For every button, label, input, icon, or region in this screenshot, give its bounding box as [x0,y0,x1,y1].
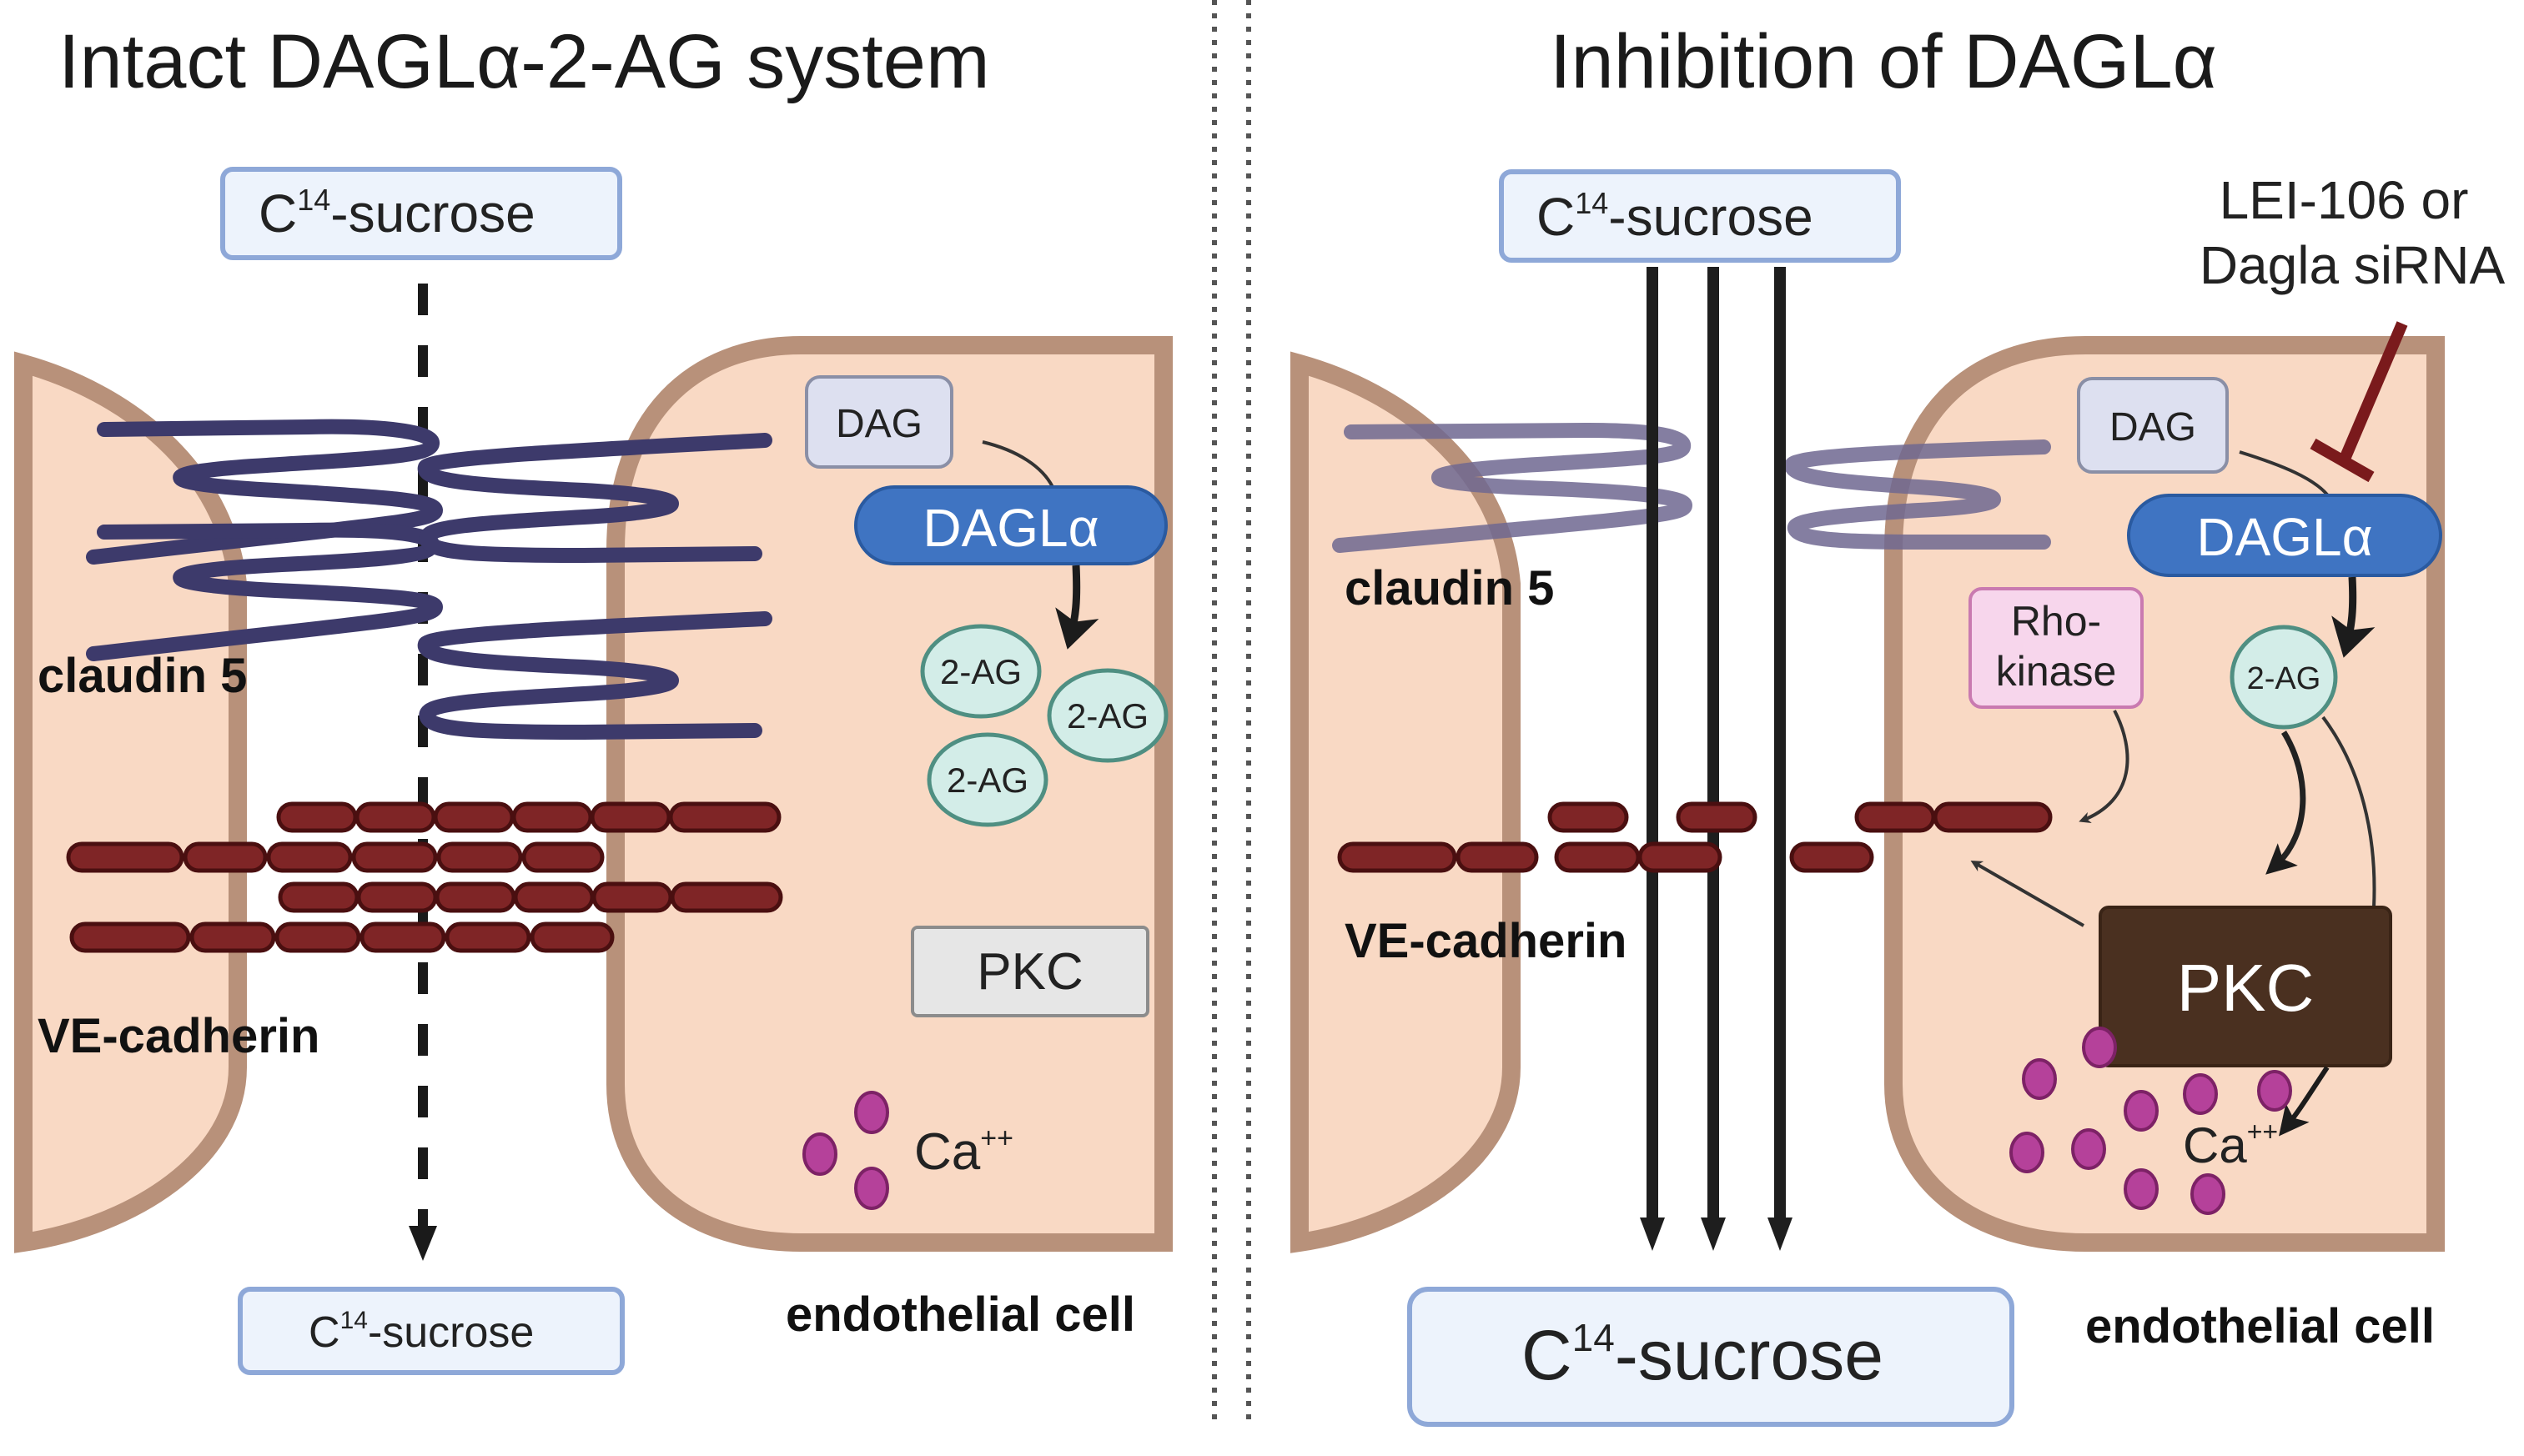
inhibitor-label-line-2: Dagla siRNA [2200,235,2506,295]
svg-text:kinase: kinase [1996,648,2117,695]
claudin-5-label: claudin 5 [1345,561,1554,615]
svg-text:2-AG: 2-AG [1067,696,1149,736]
dagla-to-2ag-arrow [2331,576,2376,658]
ve-cadherin-label: VE-cadherin [1345,914,1627,968]
dag-box: DAG [2077,377,2229,474]
rho-kinase-box: Rho- kinase [1968,587,2144,709]
svg-text:DAG: DAG [836,402,923,446]
inhibitor-label-line-1: LEI-106 or [2220,170,2469,230]
svg-text:2-AG: 2-AG [2247,661,2321,696]
2ag-to-pkc-arrow [2265,731,2306,875]
ve-cadherin-disrupted [1337,801,2053,873]
ve-cadherin-junction [66,801,783,953]
right-endothelial-cell [606,336,1173,1252]
svg-text:2-AG: 2-AG [940,652,1022,691]
sucrose-box-bottom: C14-sucrose [238,1287,625,1375]
svg-text:DAGLα: DAGLα [923,498,1099,558]
svg-text:Ca++: Ca++ [2183,1117,2278,1173]
svg-text:Ca++: Ca++ [914,1122,1013,1181]
pkc-to-calcium-arrow-line [2279,1066,2330,1137]
dagla-enzyme: DAGLα [854,485,1168,565]
right-panel-title: Inhibition of DAGLα [1550,19,2217,104]
svg-text:C14-sucrose: C14-sucrose [1521,1316,1883,1394]
2ag-molecule: 2-AG [2230,625,2338,730]
2ag-molecules: 2-AG 2-AG 2-AG [920,624,1169,827]
endothelial-cell-label: endothelial cell [2085,1299,2435,1353]
2ag-to-pkc-side-line [2321,715,2376,908]
inhibition-bar-icon [2310,321,2408,483]
panel-divider [1212,0,1251,1422]
sucrose-box-bottom: C14-sucrose [1407,1287,2014,1427]
svg-text:C14-sucrose: C14-sucrose [1536,186,1813,247]
ve-cadherin-label: VE-cadherin [38,1009,319,1063]
claudin-5-label: claudin 5 [38,649,247,703]
right-endothelial-cell [1884,336,2445,1252]
left-panel-title: Intact DAGLα-2-AG system [58,19,990,104]
svg-text:C14-sucrose: C14-sucrose [259,183,535,244]
endothelial-cell-label: endothelial cell [786,1288,1135,1342]
sucrose-box-top: C14-sucrose [220,167,622,260]
dagla-enzyme: DAGLα [2127,494,2442,577]
svg-text:DAGLα: DAGLα [2196,507,2372,567]
claudin-5-strands [86,419,772,740]
dag-to-dagla-arrow [982,440,1054,488]
left-panel: Intact DAGLα-2-AG system claudin 5 VE-ca… [14,19,1173,1375]
left-endothelial-cell [14,351,247,1253]
calcium-ions: Ca++ [802,1091,1013,1210]
sucrose-flux-arrows [1640,267,1792,1251]
claudin-5-strands-disrupted [1332,422,2051,553]
svg-text:C14-sucrose: C14-sucrose [309,1307,534,1357]
pkc-box-inactive: PKC [911,926,1149,1017]
left-endothelial-cell [1290,351,1521,1253]
rho-kinase-to-cadherin-arrow [2079,710,2129,824]
sucrose-box-top: C14-sucrose [1499,169,1901,263]
dag-box: DAG [805,375,953,469]
calcium-ions: Ca++ [2009,1027,2292,1215]
dagla-to-2ag-arrow [1055,565,1099,650]
svg-text:2-AG: 2-AG [947,761,1028,800]
flux-arrowhead [409,1226,437,1261]
svg-text:DAG: DAG [2109,405,2196,449]
right-panel: Inhibition of DAGLα LEI-106 or Dagla siR… [1290,19,2506,1427]
svg-text:PKC: PKC [2177,951,2315,1025]
dag-to-dagla-arrow [2239,450,2333,502]
pkc-to-cadherin-arrow [1970,861,2084,927]
svg-text:Rho-: Rho- [2011,598,2101,645]
svg-text:PKC: PKC [977,943,1083,1001]
pkc-box-active: PKC [2099,906,2392,1067]
